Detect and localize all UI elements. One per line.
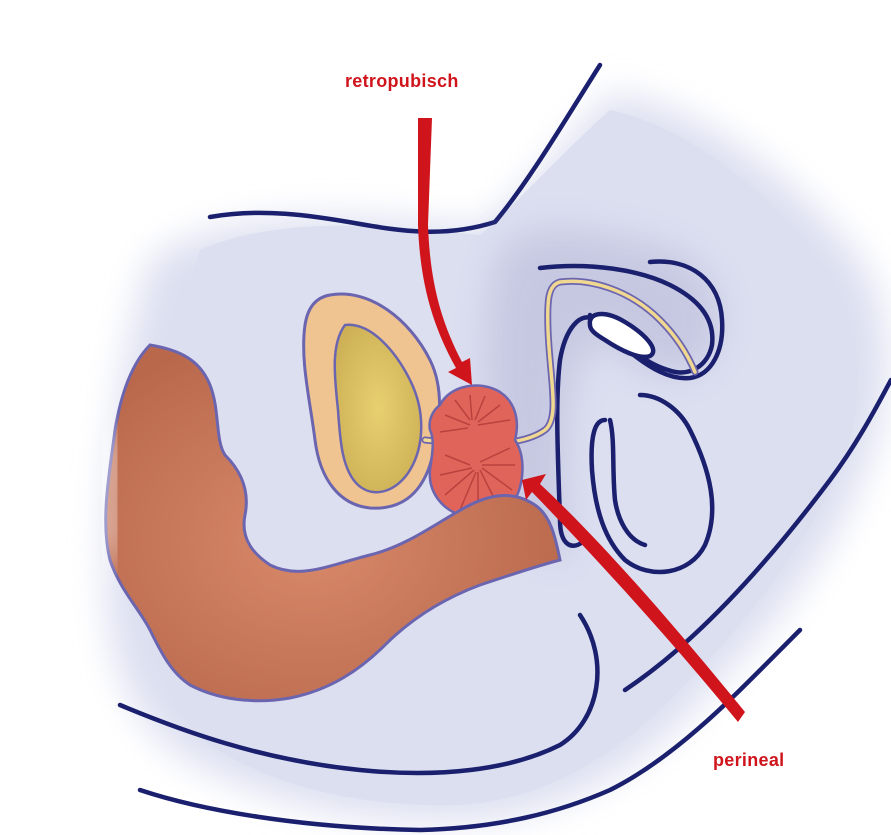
retropubic-label: retropubisch [345, 71, 459, 92]
perineal-label: perineal [713, 750, 784, 771]
